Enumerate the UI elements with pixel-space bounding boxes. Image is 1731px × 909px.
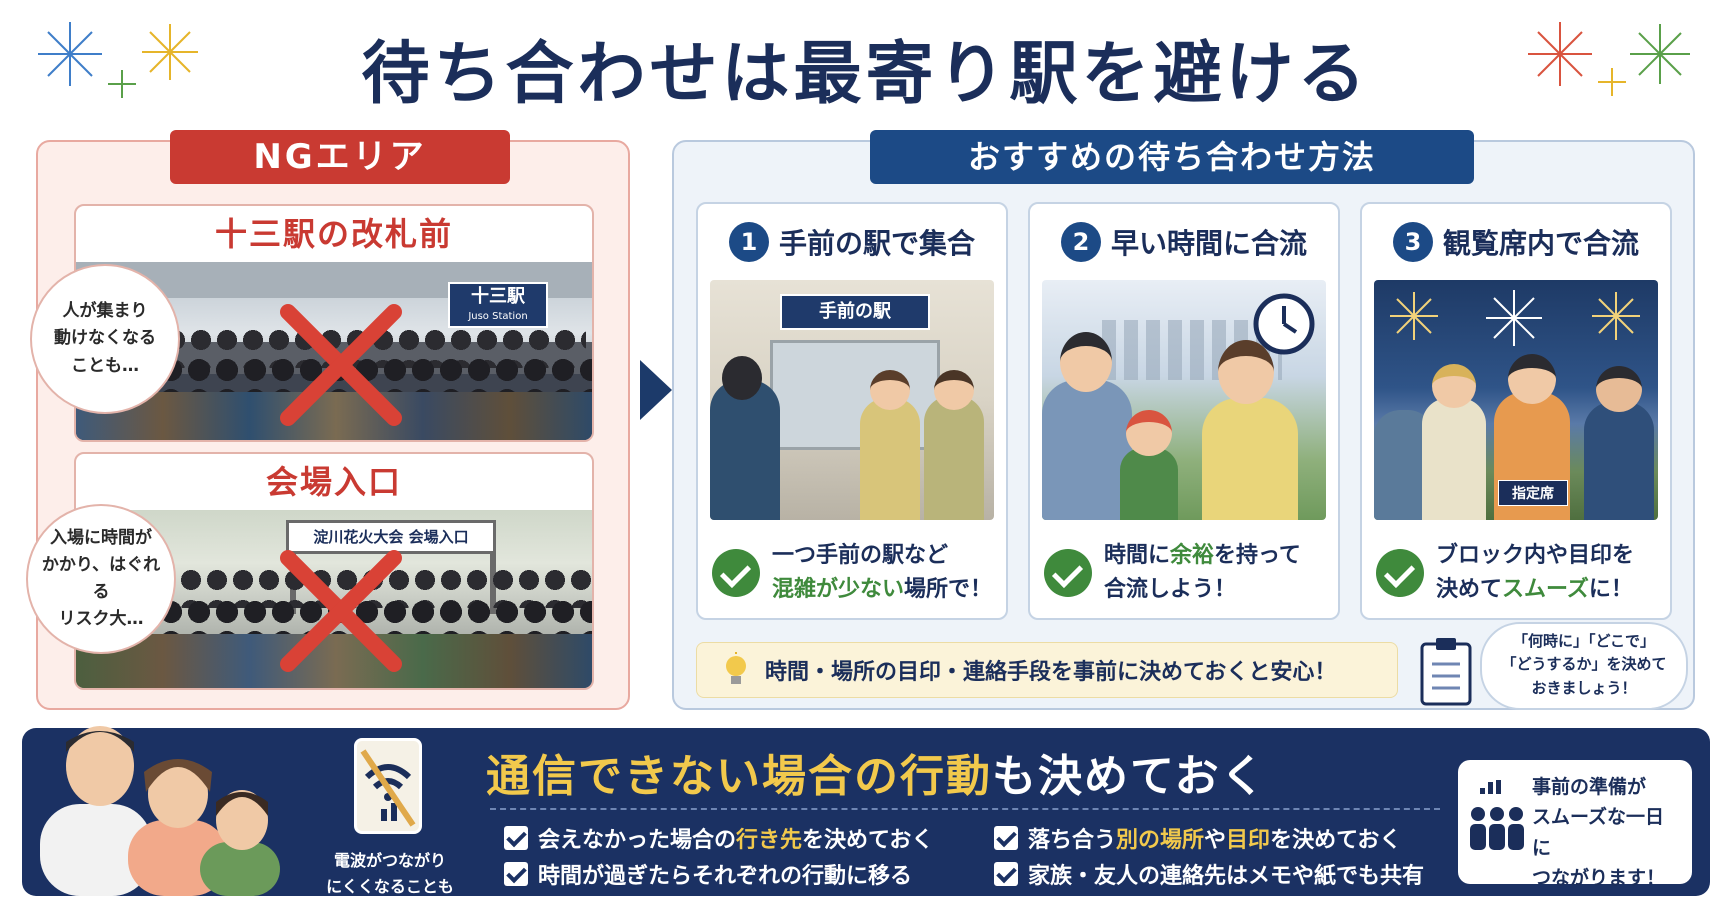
- title-divider: [490, 808, 1440, 810]
- checklist-text: や: [1204, 828, 1227, 853]
- signal-caption: 電波がつながり にくくなることも: [326, 851, 454, 896]
- step-number: 2: [1060, 222, 1101, 262]
- tip-text: 時間・場所の目印・連絡手段を事前に決めておくと安心！: [765, 660, 1337, 685]
- rec-card-text: に！: [1588, 577, 1633, 602]
- offline-plan-title-highlight: 通信できない場合の行動: [486, 751, 992, 802]
- check-circle-icon: [1044, 549, 1092, 597]
- step-number: 3: [1392, 222, 1433, 262]
- checklist-item: 落ち合う別の場所や目印を決めておく: [994, 822, 1401, 854]
- rec-card-text: 一つ手前の駅など: [772, 542, 949, 568]
- checklist-text: を決めておく: [1270, 828, 1402, 853]
- firework-icon: [1528, 22, 1690, 96]
- ng-bubble-station: 人が集まり 動けなくなる ことも…: [30, 264, 180, 414]
- rec-card-text: を持って: [1214, 542, 1301, 568]
- checklist-highlight: 別の場所: [1116, 828, 1205, 853]
- no-signal-icon: [354, 738, 422, 834]
- rec-card-title: 手前の駅で集合: [778, 227, 975, 260]
- page-title: 待ち合わせは最寄り駅を避ける: [361, 35, 1370, 114]
- check-circle-icon: [1376, 549, 1424, 597]
- rec-card-highlight: スムーズ: [1502, 577, 1589, 602]
- rec-card-2: 2 早い時間に合流 時間に余裕を持って 合流しよう！: [1028, 202, 1340, 620]
- ng-bubble-entrance: 入場に時間が かかり、はぐれる リスク大…: [26, 504, 176, 654]
- seat-sign: 指定席: [1498, 480, 1568, 506]
- station-sign: 手前の駅: [819, 301, 891, 322]
- ng-card-title: 十三駅の改札前: [214, 215, 453, 253]
- clock-icon: [1253, 293, 1315, 355]
- cross-icon: [280, 304, 402, 426]
- firework-icon: [1390, 290, 1640, 346]
- station-illustration: 手前の駅: [710, 280, 994, 520]
- checklist-text: を決めておく: [802, 828, 934, 853]
- rec-card-text: 決めて: [1436, 577, 1503, 602]
- ng-card-title: 会場入口: [265, 463, 402, 501]
- checklist-text: 家族・友人の連絡先はメモや紙でも共有: [1028, 864, 1425, 889]
- checklist-item: 家族・友人の連絡先はメモや紙でも共有: [994, 858, 1424, 890]
- rec-card-title: 観覧席内で合流: [1442, 227, 1639, 260]
- checkbox-icon: [504, 862, 528, 886]
- checkbox-icon: [994, 862, 1018, 886]
- checkbox-icon: [504, 826, 528, 850]
- clipboard-icon: [1420, 638, 1472, 706]
- checklist-item: 会えなかった場合の行き先を決めておく: [504, 822, 933, 854]
- offline-plan-panel: [22, 728, 1710, 896]
- checklist-highlight: 行き先: [736, 828, 803, 853]
- checklist-highlight: 目印: [1226, 828, 1271, 853]
- checklist-item: 時間が過ぎたらそれぞれの行動に移る: [504, 858, 912, 890]
- cross-icon: [280, 550, 402, 672]
- offline-plan-title-rest: も決めておく: [992, 751, 1267, 802]
- entrance-sign: 淀川花火大会 会場入口: [313, 528, 469, 546]
- checklist-text: 会えなかった場合の: [538, 828, 737, 853]
- early-meeting-illustration: [1042, 280, 1326, 520]
- ready-text: 事前の準備が スムーズな一日に つながります！: [1532, 776, 1666, 890]
- rec-card-text: 合流しよう！: [1104, 577, 1237, 602]
- rec-card-text: ブロック内や目印を: [1436, 542, 1635, 568]
- station-sign: 十三駅: [471, 286, 525, 307]
- firework-icon: [38, 22, 198, 98]
- arrow-right-icon: [640, 360, 672, 420]
- rec-card-highlight: 混雑が少ない: [772, 577, 905, 602]
- checklist-text: 時間が過ぎたらそれぞれの行動に移る: [538, 864, 913, 889]
- station-crowd-illustration: 十三駅 Juso Station: [76, 262, 592, 440]
- seating-area-illustration: 指定席: [1374, 280, 1658, 520]
- recommended-tag: おすすめの待ち合わせ方法: [870, 130, 1474, 184]
- family-illustration: [40, 726, 280, 896]
- rec-card-highlight: 余裕: [1170, 542, 1215, 568]
- checkbox-icon: [994, 826, 1018, 850]
- tip-bar: 時間・場所の目印・連絡手段を事前に決めておくと安心！: [696, 642, 1398, 698]
- rec-card-text: 場所で！: [904, 577, 993, 602]
- rec-card-1: 1 手前の駅で集合 手前の駅 一つ手前の駅など 混雑が少ない場所で！: [696, 202, 1008, 620]
- checklist-text: 落ち合う: [1028, 828, 1117, 853]
- rec-card-text: 時間に: [1104, 542, 1171, 568]
- lightbulb-icon: [726, 652, 746, 684]
- rec-card-3: 3 観覧席内で合流 指定席 ブロック内や目印を 決めてスムーズに！: [1360, 202, 1672, 620]
- ng-area-tag: NGエリア: [170, 130, 510, 184]
- station-sign-sub: Juso Station: [468, 311, 528, 322]
- people-group-icon: [1470, 780, 1524, 850]
- check-circle-icon: [712, 549, 760, 597]
- memo-bubble: 「何時に」「どこで」 「どうするか」を決めて おきましょう！: [1480, 622, 1688, 710]
- offline-plan-title: 通信できない場合の行動も決めておく: [486, 740, 1426, 804]
- rec-card-title: 早い時間に合流: [1110, 227, 1307, 260]
- step-number: 1: [728, 222, 769, 262]
